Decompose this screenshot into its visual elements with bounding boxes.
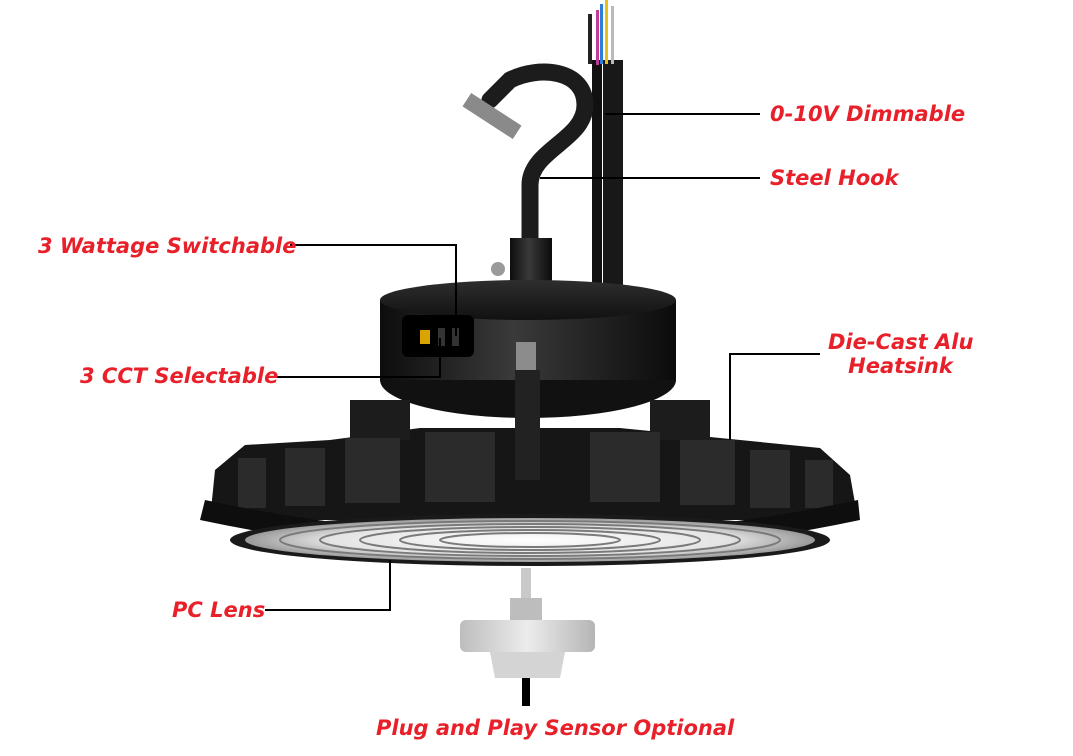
plug-and-play-sensor bbox=[460, 568, 595, 706]
leader-line-heatsink bbox=[729, 353, 820, 440]
leader-line-lens bbox=[265, 560, 391, 611]
callout-heatsink-line1: Die-Cast Alu bbox=[828, 330, 974, 354]
callout-heatsink-line2: Heatsink bbox=[848, 354, 953, 378]
leader-lines bbox=[265, 113, 820, 611]
callout-sensor: Plug and Play Sensor Optional bbox=[376, 716, 735, 740]
callout-wattage-switchable: 3 Wattage Switchable bbox=[38, 234, 297, 258]
callout-dimmable: 0-10V Dimmable bbox=[770, 102, 966, 126]
pc-lens bbox=[230, 514, 830, 566]
callout-steel-hook: Steel Hook bbox=[770, 166, 899, 190]
callout-heatsink: Die-Cast Alu Heatsink bbox=[828, 330, 973, 378]
leader-line-cct bbox=[275, 338, 441, 378]
steel-hook bbox=[462, 63, 594, 293]
callout-cct-selectable: 3 CCT Selectable bbox=[80, 364, 279, 388]
callout-pc-lens: PC Lens bbox=[172, 598, 266, 622]
power-cable bbox=[588, 0, 623, 300]
leader-line-wattage bbox=[290, 244, 457, 336]
